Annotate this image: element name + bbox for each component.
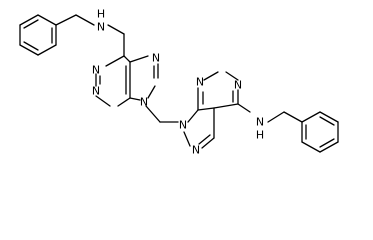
lower-ring-nitrogen-n3-label: N (196, 76, 204, 89)
upper-amine-hydrogen-label: H (97, 8, 105, 21)
upper-ring-nitrogen-n7-label: N (152, 52, 160, 65)
upper-ring-nitrogen-n3-label: N (92, 85, 100, 98)
upper-ring-nitrogen-n9-label: N (140, 96, 148, 109)
lower-ring-nitrogen-n9-label: N (179, 119, 187, 132)
upper-phenyl-ring (19, 14, 57, 56)
upper-ring-nitrogen-n1-label: N (92, 64, 100, 77)
lower-phenyl-ring (301, 111, 339, 153)
upper-amine-nitrogen-label: N (97, 21, 105, 34)
atom-labels: N H N N N N N N N N N H (92, 8, 264, 157)
methylene-bridge (145, 105, 179, 123)
chemical-structure-diagram: N H N N N N N N N N N H (19, 8, 339, 157)
lower-purine (183, 71, 251, 149)
upper-benzyl-linker (55, 14, 125, 35)
lower-ring-nitrogen-n7-label: N (192, 144, 200, 157)
lower-benzyl-linker (267, 111, 303, 123)
lower-amine-nitrogen-label: N (256, 116, 264, 129)
upper-purine (95, 33, 159, 107)
lower-amine-hydrogen-label: H (256, 129, 264, 142)
lower-ring-nitrogen-n1-label: N (234, 79, 242, 92)
molecule-drawing: N H N N N N N N N N N H (19, 8, 339, 157)
